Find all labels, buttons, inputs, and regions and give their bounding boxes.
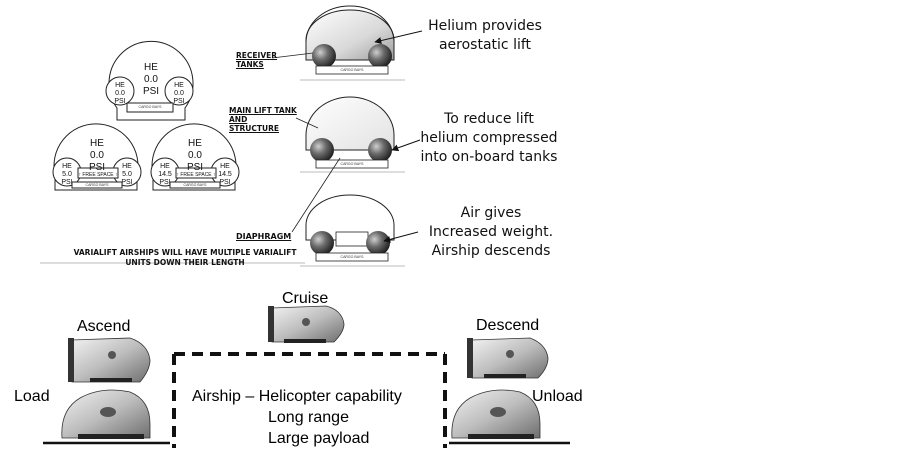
pointer-diaphragm [291,157,341,233]
left-caption: VARIALIFT AIRSHIPS WILL HAVE MULTIPLE VA… [73,248,297,267]
airship-descend [467,337,549,379]
label-cruise: Cruise [282,290,329,307]
left-unit-free-space: ↑ FREE SPACE ↑ [78,172,118,178]
label-diaphragm: DIAPHRAGM [236,232,292,241]
label-descend: Descend [476,317,540,334]
airship-ascend [68,337,151,383]
arrow-air [383,231,419,243]
section-compress [300,96,405,173]
label-main-lift-tank: MAIN LIFT TANK AND STRUCTURE [229,106,297,133]
section3-cargo: CARGO BAYS [340,255,364,259]
section-helium [300,5,405,81]
right-unit-free-space: ↑ FREE SPACE ↑ [176,172,216,178]
section2-cargo: CARGO BAYS [340,162,364,166]
label-unload: Unload [532,388,583,405]
pointer-receiver [271,52,314,59]
label-load: Load [14,388,50,405]
arrow-compress [391,139,421,152]
label-ascend: Ascend [77,318,131,335]
airship-load [61,389,151,439]
left-unit-cargo: CARGO BAYS [85,183,109,187]
label-receiver-tanks: RECEIVER TANKS [236,51,278,69]
arrow-helium [374,30,423,44]
flight-path [172,352,447,448]
section-air [300,194,405,267]
unit-right [150,123,240,191]
center-capability-text: Airship – Helicopter capability Long ran… [192,388,402,447]
pointer-main-lift [295,117,319,129]
top-unit-cargo: CARGO BAYS [138,105,162,109]
unit-left [52,123,142,191]
airship-cruise [268,305,345,343]
unit-top [105,40,194,121]
section1-cargo: CARGO BAYS [340,68,364,72]
airship-unload [451,389,541,439]
right-unit-cargo: CARGO BAYS [183,183,207,187]
